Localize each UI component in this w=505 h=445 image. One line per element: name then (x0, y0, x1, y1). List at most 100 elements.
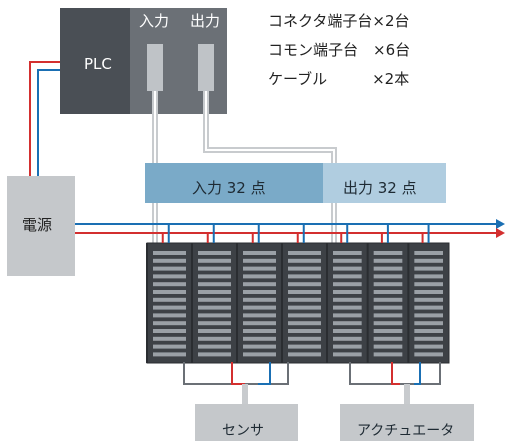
terminal-screw-row (414, 321, 443, 326)
terminal-screw-row (243, 251, 276, 255)
terminal-screw-row (153, 290, 186, 294)
rail-blue-arrow (496, 219, 505, 229)
terminal-screw-row (373, 344, 403, 349)
terminal-screw-row (243, 305, 276, 310)
power-supply-box (7, 176, 75, 276)
terminal-screw-row (288, 274, 321, 279)
terminal-screw-row (333, 290, 362, 294)
actuator-red-wire (391, 362, 400, 385)
terminal-screw-row (333, 352, 362, 357)
terminal-screw-row (414, 266, 443, 271)
actuator-common-wire (349, 362, 441, 385)
terminal-screw-row (414, 352, 443, 357)
input-port-connector (147, 44, 163, 91)
sensor-common-wire (183, 362, 289, 385)
terminal-screw-row (243, 313, 276, 318)
terminal-screw-row (333, 282, 362, 287)
terminal-screw-row (288, 329, 321, 333)
terminal-screw-row (333, 344, 362, 349)
plc-power-wire-red (29, 61, 60, 176)
terminal-screw-row (198, 329, 231, 333)
terminal-screw-row (373, 313, 403, 318)
terminal-screw-row (373, 282, 403, 287)
terminal-screw-row (373, 251, 403, 255)
terminal-screw-row (288, 336, 321, 341)
input-port-label: 入力 (139, 12, 170, 30)
terminal-screw-row (198, 336, 231, 341)
terminal-screw-row (333, 321, 362, 326)
actuator-label: アクチュエータ (357, 423, 455, 439)
terminal-screw-row (414, 305, 443, 310)
terminal-screw-row (288, 258, 321, 263)
terminal-screw-row (198, 344, 231, 349)
terminal-screw-row (198, 282, 231, 287)
terminal-screw-row (373, 290, 403, 294)
terminal-screw-row (414, 258, 443, 263)
terminal-screw-row (288, 266, 321, 271)
terminal-screw-row (153, 258, 186, 263)
sensor-box (195, 404, 298, 441)
terminal-screw-row (198, 274, 231, 279)
actuator-box (340, 404, 474, 441)
terminal-screw-row (288, 352, 321, 357)
plc-label: PLC (84, 55, 112, 73)
input-band (145, 163, 323, 203)
terminal-screw-row (243, 321, 276, 326)
output-cable-inner (205, 91, 335, 322)
terminal-screw-row (198, 352, 231, 357)
terminal-screw-row (288, 251, 321, 255)
terminal-screw-row (243, 297, 276, 302)
terminal-screw-row (333, 266, 362, 271)
sensor-label: センサ (222, 423, 264, 439)
actuator-blue-wire (414, 362, 421, 385)
terminal-screw-row (288, 344, 321, 349)
terminal-screw-row (153, 266, 186, 271)
terminal-screw-row (333, 274, 362, 279)
contents-line-3: ケーブル ×2本 (268, 70, 410, 88)
terminal-screw-row (198, 258, 231, 263)
terminal-screw-row (333, 251, 362, 255)
terminal-screw-row (153, 313, 186, 318)
terminal-screw-row (288, 282, 321, 287)
terminal-screw-row (414, 297, 443, 302)
terminal-screw-row (243, 344, 276, 349)
terminal-screw-row (198, 290, 231, 294)
terminal-screw-row (373, 305, 403, 310)
output-port-label: 出力 (190, 12, 221, 30)
terminal-screw-row (243, 352, 276, 357)
terminal-screw-row (333, 329, 362, 333)
terminal-screw-row (373, 258, 403, 263)
terminal-screw-row (243, 290, 276, 294)
terminal-screw-row (153, 297, 186, 302)
terminal-block-2 (326, 242, 450, 364)
terminal-screw-row (414, 282, 443, 287)
sensor-blue-wire (258, 362, 271, 385)
terminal-screw-row (414, 329, 443, 333)
terminal-screw-row (153, 274, 186, 279)
terminal-screw-row (333, 305, 362, 310)
terminal-screw-row (243, 274, 276, 279)
terminal-screw-row (198, 251, 231, 255)
terminal-screw-row (243, 282, 276, 287)
terminal-screw-row (198, 305, 231, 310)
terminal-screw-row (288, 313, 321, 318)
terminal-screw-row (153, 305, 186, 310)
contents-line-2: コモン端子台 ×6台 (268, 41, 411, 59)
rail-red-arrow (496, 228, 505, 238)
terminal-screw-row (333, 297, 362, 302)
output-port-connector (198, 44, 214, 91)
terminal-screw-row (198, 297, 231, 302)
terminal-screw-row (243, 329, 276, 333)
terminal-screw-row (414, 344, 443, 349)
terminal-screw-row (414, 251, 443, 255)
terminal-screw-row (373, 266, 403, 271)
terminal-screw-row (414, 290, 443, 294)
terminal-screw-row (153, 336, 186, 341)
terminal-screw-row (373, 297, 403, 302)
terminal-screw-row (373, 352, 403, 357)
terminal-screw-row (333, 313, 362, 318)
terminal-screw-row (373, 274, 403, 279)
terminal-screw-row (373, 329, 403, 333)
output-band-label: 出力 32 点 (343, 179, 417, 197)
